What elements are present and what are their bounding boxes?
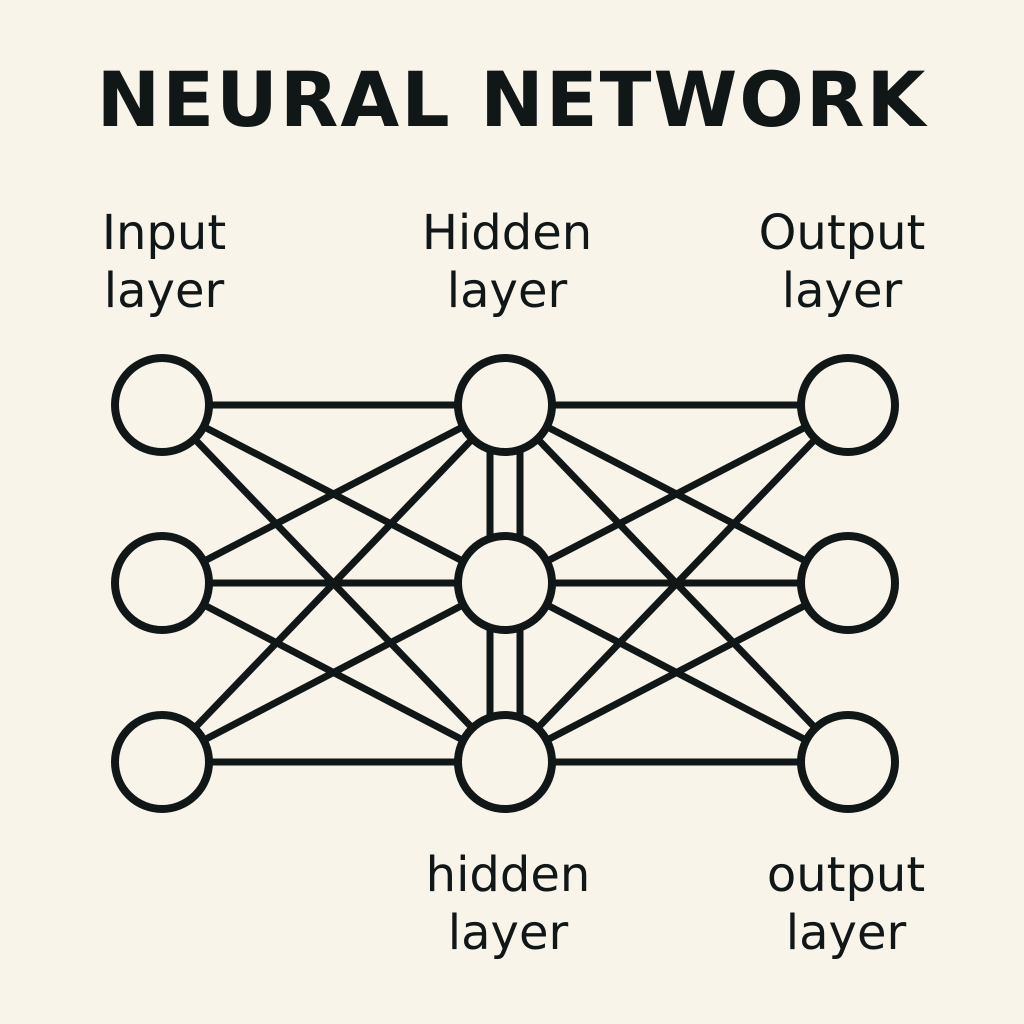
diagram-title: NEURAL NETWORK bbox=[96, 55, 928, 144]
output-layer-label-top: Output layer bbox=[758, 205, 926, 319]
edge-input3-hidden2 bbox=[158, 579, 509, 766]
output-layer-label-bottom: output layer bbox=[766, 847, 926, 961]
input-node-2 bbox=[111, 532, 213, 634]
output-node-2 bbox=[797, 532, 899, 634]
edge-hidden3-output2 bbox=[501, 579, 852, 766]
hidden-layer-label-top: Hidden layer bbox=[421, 205, 593, 319]
input-layer-label: Input layer bbox=[101, 205, 227, 319]
hidden-node-3 bbox=[454, 711, 556, 813]
edge-hidden3-output1 bbox=[501, 401, 852, 766]
hidden-node-2 bbox=[454, 532, 556, 634]
output-node-1 bbox=[797, 354, 899, 456]
connections bbox=[158, 401, 852, 766]
hidden-layer-label-bottom: hidden layer bbox=[425, 847, 591, 961]
edge-input3-hidden1 bbox=[158, 401, 509, 766]
input-node-3 bbox=[111, 711, 213, 813]
input-node-1 bbox=[111, 354, 213, 456]
edge-hidden2-output1 bbox=[501, 401, 852, 587]
hidden-node-1 bbox=[454, 354, 556, 456]
output-node-3 bbox=[797, 711, 899, 813]
nodes bbox=[111, 354, 899, 813]
edge-input2-hidden1 bbox=[158, 401, 509, 587]
